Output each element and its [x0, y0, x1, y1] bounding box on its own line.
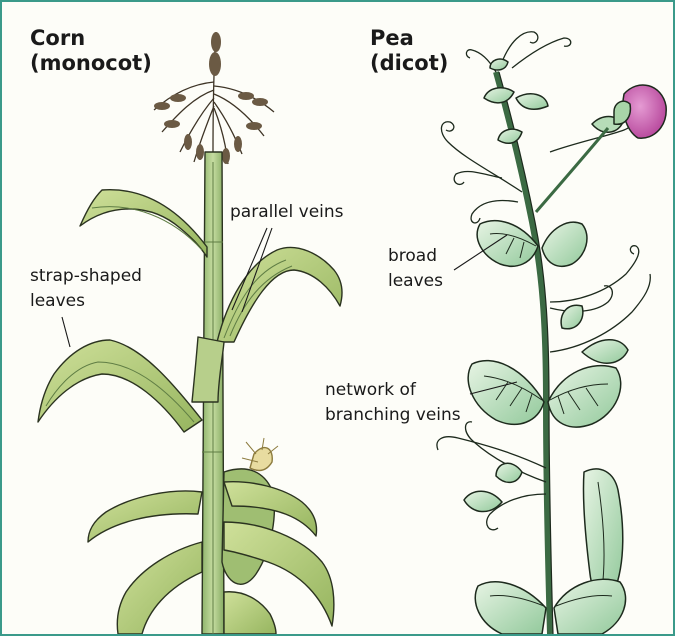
corn-title-line1: Corn — [30, 26, 85, 50]
pea-leaf — [516, 94, 548, 109]
pea-leaf — [496, 463, 522, 482]
label-network-line2: branching veins — [325, 405, 461, 425]
corn-leaf — [224, 592, 276, 634]
corn-leaf — [38, 340, 202, 432]
label-broad-line2: leaves — [388, 271, 443, 291]
corn-tassel-florets — [154, 32, 268, 164]
pea-leaf — [477, 221, 538, 267]
pea-leaf — [468, 361, 544, 425]
label-broad-line1: broad — [388, 246, 437, 266]
corn-leaf — [117, 542, 202, 634]
pea-title-line2: (dicot) — [370, 51, 448, 75]
corn-plant — [38, 32, 342, 634]
label-strap-line2: leaves — [30, 291, 85, 311]
corn-leaf — [217, 247, 342, 342]
pea-plant — [437, 32, 666, 634]
label-parallel-veins: parallel veins — [230, 200, 344, 225]
pea-leaf — [548, 366, 621, 427]
label-strap-line1: strap-shaped — [30, 266, 142, 286]
label-network-line1: network of — [325, 380, 416, 400]
corn-title: Corn (monocot) — [30, 26, 152, 76]
pea-leaf — [484, 88, 514, 103]
pea-flower — [592, 85, 666, 138]
pea-leaf — [561, 305, 583, 329]
pea-leaf — [490, 59, 508, 70]
pea-leaf — [542, 222, 587, 266]
pea-title: Pea (dicot) — [370, 26, 448, 76]
corn-title-line2: (monocot) — [30, 51, 152, 75]
pointer-strap-shaped-leaves — [62, 317, 70, 347]
label-strap-shaped-leaves: strap-shaped leaves — [30, 264, 142, 314]
corn-leaf — [80, 190, 207, 257]
pea-leaf — [475, 582, 546, 634]
label-network-of-branching-veins: network of branching veins — [325, 378, 461, 428]
label-broad-leaves: broad leaves — [388, 244, 443, 294]
pea-title-line1: Pea — [370, 26, 414, 50]
corn-leaf — [88, 491, 202, 542]
pea-stem — [496, 72, 550, 634]
pea-leaf — [582, 340, 628, 363]
pea-leaf — [498, 129, 522, 143]
pea-leaf — [554, 579, 626, 634]
